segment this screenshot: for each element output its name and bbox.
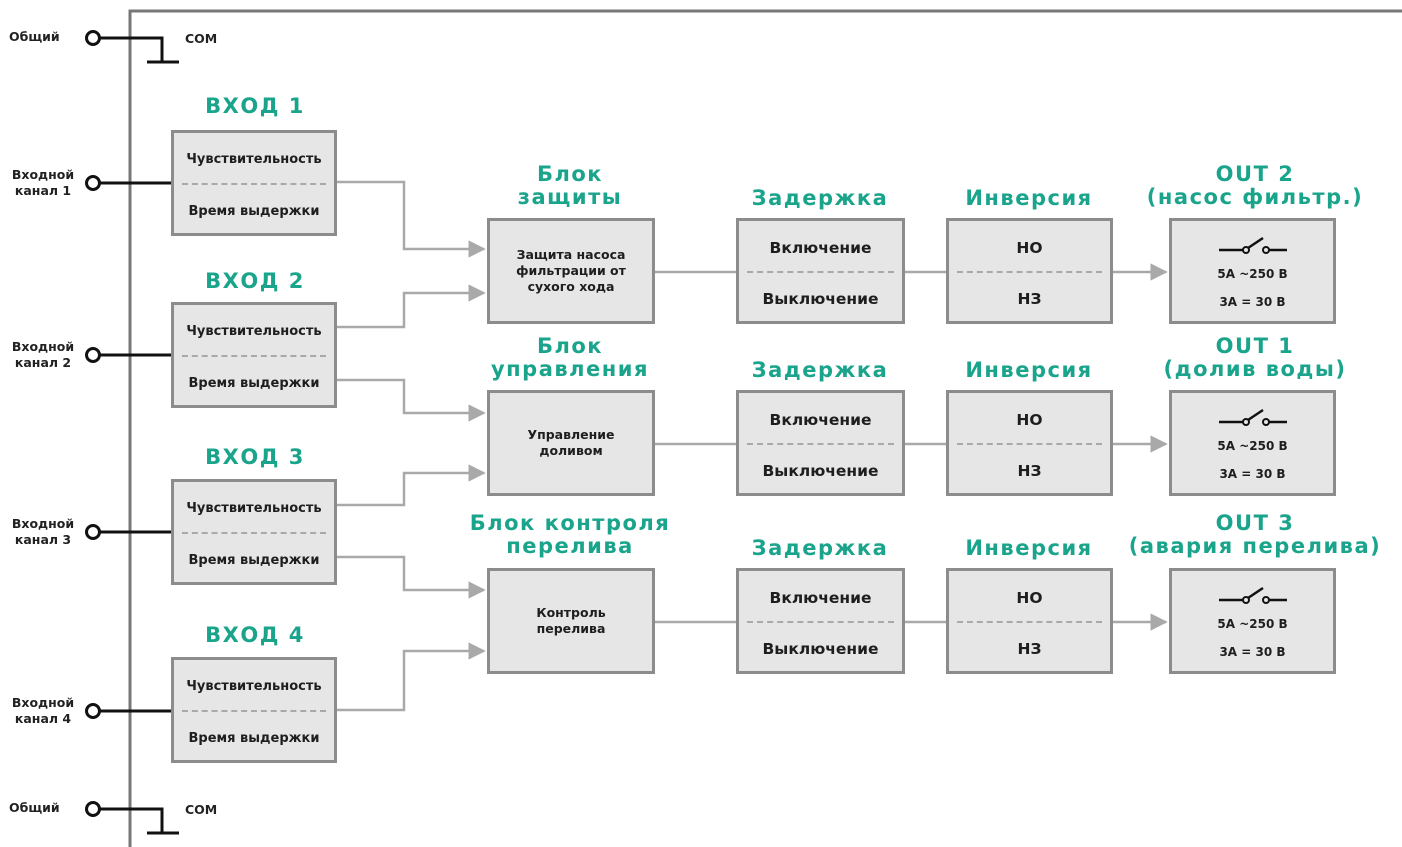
- divider: [182, 532, 326, 534]
- input-2-sensitivity: Чувствительность: [186, 324, 322, 339]
- inversion-1-nc: НЗ: [1017, 290, 1042, 308]
- input-4-title: ВХОД 4: [205, 623, 305, 647]
- com-bottom-label: COM: [185, 802, 218, 817]
- output-2-subtitle: (насос фильтр.): [1146, 185, 1364, 209]
- inversion-2-no: НО: [1016, 410, 1043, 429]
- block-2-title-text: Блок управления: [490, 334, 650, 381]
- input-block-connectors: [336, 180, 486, 712]
- input-2-box: Чувствительность Время выдержки: [171, 302, 337, 408]
- divider: [957, 443, 1102, 445]
- output-1-rating-ac: 5A ~250 B: [1217, 439, 1288, 453]
- control-block: Управление доливом: [487, 390, 655, 496]
- input-1-box: Чувствительность Время выдержки: [171, 130, 337, 236]
- input-1-sensitivity: Чувствительность: [186, 152, 322, 167]
- com-top-label: COM: [185, 31, 218, 46]
- delay-2-on: Включение: [769, 410, 872, 429]
- divider: [747, 621, 894, 623]
- output-2-rating-ac: 5A ~250 B: [1217, 267, 1288, 281]
- block-3-title: Блок контроля перелива: [420, 512, 720, 558]
- input-4-box: Чувствительность Время выдержки: [171, 657, 337, 763]
- input-1-title: ВХОД 1: [205, 94, 305, 118]
- inversion-2-box: НО НЗ: [946, 390, 1113, 496]
- inversion-2-title: Инверсия: [965, 358, 1093, 382]
- divider: [182, 355, 326, 357]
- inversion-3-title: Инверсия: [965, 536, 1093, 560]
- relay-switch-icon: [1219, 236, 1287, 254]
- delay-2-title: Задержка: [751, 358, 889, 382]
- output-1-box: 5A ~250 B 3A = 30 B: [1169, 390, 1336, 496]
- output-1-name: OUT 1: [1215, 334, 1295, 358]
- input-1-hold-time: Время выдержки: [188, 203, 320, 219]
- divider: [747, 443, 894, 445]
- output-3-box: 5A ~250 B 3A = 30 B: [1169, 568, 1336, 674]
- delay-3-on: Включение: [769, 588, 872, 607]
- delay-1-on: Включение: [769, 238, 872, 257]
- output-3-rating-dc: 3A = 30 B: [1219, 645, 1286, 659]
- delay-1-off: Выключение: [762, 290, 879, 308]
- output-3-title: OUT 3 (авария перелива): [1105, 512, 1402, 558]
- output-2-title: OUT 2 (насос фильтр.): [1120, 163, 1390, 209]
- overflow-block: Контроль перелива: [487, 568, 655, 674]
- output-connectors: [654, 263, 1168, 631]
- inversion-2-nc: НЗ: [1017, 462, 1042, 480]
- output-1-title: OUT 1 (долив воды): [1120, 335, 1390, 381]
- divider: [957, 621, 1102, 623]
- block-1-title: Блок защиты: [420, 163, 720, 209]
- input-4-hold-time: Время выдержки: [188, 730, 320, 746]
- delay-3-off: Выключение: [762, 640, 879, 658]
- relay-switch-icon: [1219, 586, 1287, 604]
- block-1-title-text: Блок защиты: [517, 162, 623, 209]
- output-2-box: 5A ~250 B 3A = 30 B: [1169, 218, 1336, 324]
- input-channel-4-label: Входной канал 4: [11, 695, 75, 726]
- output-3-subtitle: (авария перелива): [1128, 534, 1382, 558]
- divider: [182, 710, 326, 712]
- inversion-1-no: НО: [1016, 238, 1043, 257]
- input-channel-3-label: Входной канал 3: [11, 516, 75, 547]
- delay-3-title: Задержка: [751, 536, 889, 560]
- input-2-hold-time: Время выдержки: [188, 375, 320, 391]
- divider: [747, 271, 894, 273]
- output-1-subtitle: (долив воды): [1163, 357, 1347, 381]
- overflow-block-text: Контроль перелива: [536, 605, 606, 636]
- delay-2-box: Включение Выключение: [736, 390, 905, 496]
- delay-3-box: Включение Выключение: [736, 568, 905, 674]
- com-top-terminal: [85, 30, 101, 46]
- input-2-title: ВХОД 2: [205, 269, 305, 293]
- divider: [957, 271, 1102, 273]
- com-bottom-common-label: Общий: [9, 800, 60, 815]
- control-block-text: Управление доливом: [527, 427, 615, 458]
- input-4-sensitivity: Чувствительность: [186, 679, 322, 694]
- output-3-rating-ac: 5A ~250 B: [1217, 617, 1288, 631]
- delay-1-box: Включение Выключение: [736, 218, 905, 324]
- output-2-rating-dc: 3A = 30 B: [1219, 295, 1286, 309]
- block-2-title: Блок управления: [420, 335, 720, 381]
- block-3-title-text: Блок контроля перелива: [469, 511, 671, 558]
- output-2-name: OUT 2: [1215, 162, 1295, 186]
- protection-block-text: Защита насоса фильтрации от сухого хода: [516, 247, 626, 294]
- input-3-title: ВХОД 3: [205, 445, 305, 469]
- inversion-3-no: НО: [1016, 588, 1043, 607]
- input-3-hold-time: Время выдержки: [188, 552, 320, 568]
- inversion-3-box: НО НЗ: [946, 568, 1113, 674]
- input-3-sensitivity: Чувствительность: [186, 501, 322, 516]
- inversion-3-nc: НЗ: [1017, 640, 1042, 658]
- inversion-1-box: НО НЗ: [946, 218, 1113, 324]
- input-3-box: Чувствительность Время выдержки: [171, 479, 337, 585]
- com-bottom-terminal: [85, 801, 101, 817]
- relay-switch-icon: [1219, 408, 1287, 426]
- input-channel-2-label: Входной канал 2: [11, 339, 75, 370]
- delay-1-title: Задержка: [751, 186, 889, 210]
- com-top-common-label: Общий: [9, 29, 60, 44]
- output-1-rating-dc: 3A = 30 B: [1219, 467, 1286, 481]
- inversion-1-title: Инверсия: [965, 186, 1093, 210]
- protection-block: Защита насоса фильтрации от сухого хода: [487, 218, 655, 324]
- divider: [182, 183, 326, 185]
- enclosure-frame: [128, 9, 1402, 847]
- input-terminals: [85, 175, 172, 719]
- output-3-name: OUT 3: [1215, 511, 1295, 535]
- input-channel-1-label: Входной канал 1: [11, 167, 75, 198]
- delay-2-off: Выключение: [762, 462, 879, 480]
